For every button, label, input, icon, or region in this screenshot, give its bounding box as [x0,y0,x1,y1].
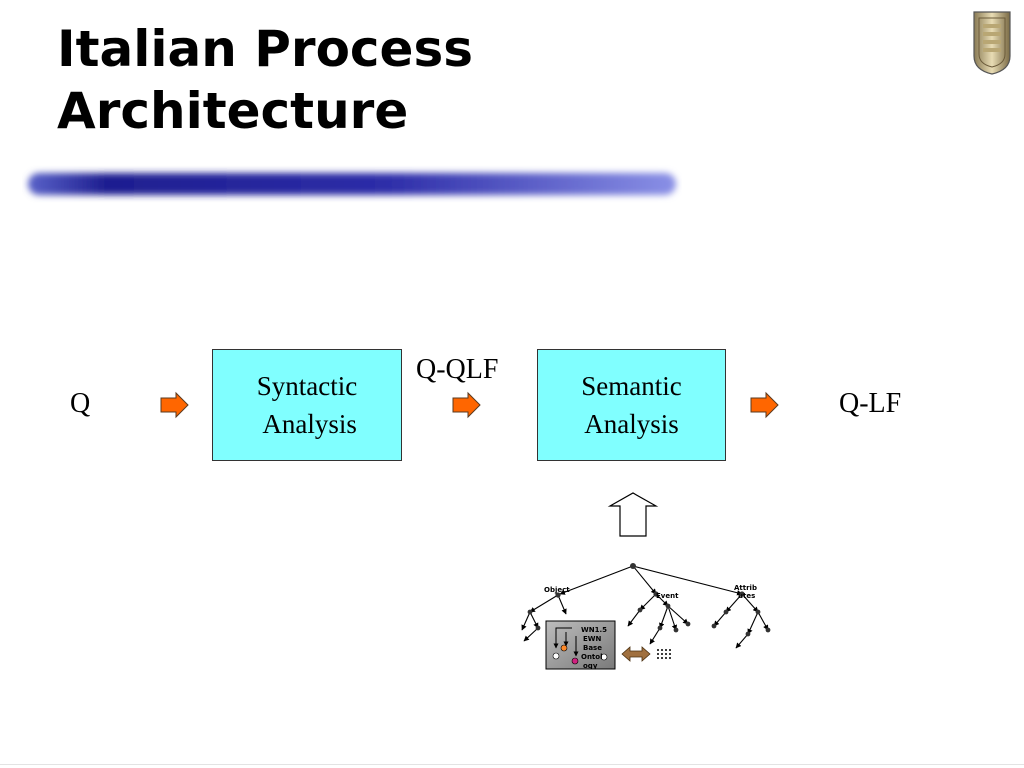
input-label-q: Q [70,388,91,419]
semantic-line-1: Semantic [581,371,682,401]
syntactic-line-2: Analysis [257,409,357,439]
arrow-right-icon [452,391,481,419]
ontology-tree [521,565,769,649]
output-label-qlf: Q-LF [839,388,902,419]
ontology-nodes [527,563,771,637]
slide-title: Italian Process Architecture [57,18,473,142]
branch-event-label: Event [656,592,679,600]
branch-attributes-label-1: Attrib [734,584,757,592]
ontology-box-line-3: Base [583,644,602,652]
title-underline-bar [28,173,676,195]
ontology-box-line-2: EWN [583,635,602,643]
arrow-right-icon [160,391,189,419]
title-line-1: Italian Process [57,20,473,78]
university-emblem-icon [973,11,1011,75]
arrow-right-icon [750,391,779,419]
branch-object-label: Object [544,586,570,594]
syntactic-analysis-box: Syntactic Analysis [212,349,402,461]
ontology-box-line-1: WN1.5 [581,626,607,634]
bottom-divider [0,764,1024,765]
intermediate-label-qqlf: Q-QLF [416,354,499,385]
dotted-grid-icon [657,649,671,659]
bidirectional-arrow-icon [621,646,651,662]
title-line-2: Architecture [57,82,409,140]
semantic-line-2: Analysis [584,409,679,439]
ontology-box-line-5: ogy [583,662,598,670]
semantic-analysis-box: Semantic Analysis [537,349,726,461]
syntactic-line-1: Syntactic [256,371,358,401]
arrow-up-icon [607,492,659,537]
branch-attributes-label-2: utes [738,592,755,600]
ontology-box-line-4: Ontol [581,653,603,661]
